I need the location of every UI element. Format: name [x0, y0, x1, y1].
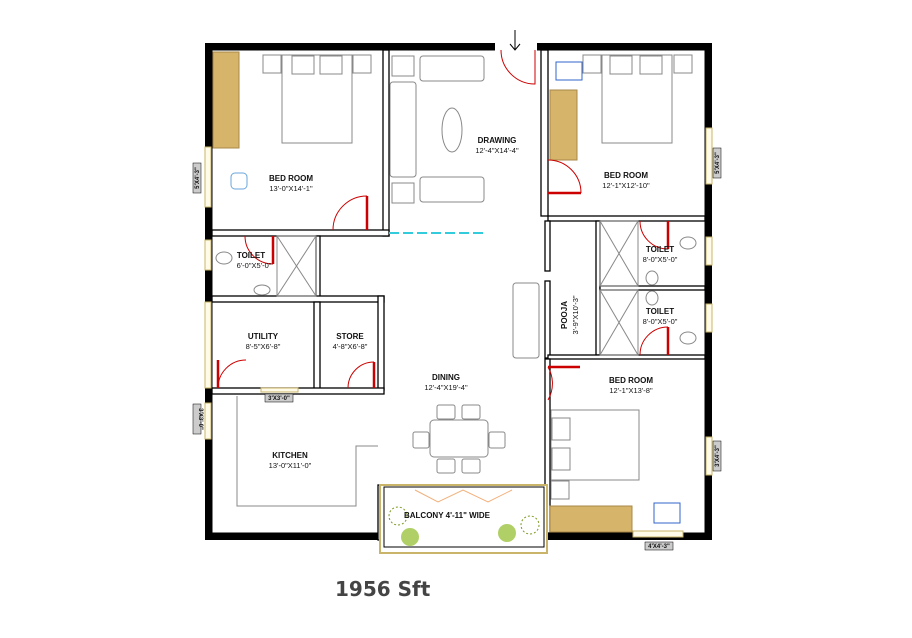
room-name-bedroom2: BED ROOM — [604, 171, 648, 180]
room-size-dining: 12'-4"X19'-4" — [424, 383, 468, 392]
room-size-store: 4'-8"X6'-8" — [333, 342, 368, 351]
window[interactable] — [705, 127, 713, 185]
room-size-toilet3: 8'-0"X5'-0" — [643, 317, 678, 326]
room-name-balcony: BALCONY 4'-11" WIDE — [404, 511, 491, 520]
total-area-label: 1956 Sft — [335, 577, 431, 601]
room-name-drawing: DRAWING — [478, 136, 517, 145]
room-size-toilet1: 6'-0"X5'-0" — [237, 261, 272, 270]
room-name-toilet2: TOILET — [646, 245, 674, 254]
room-name-store: STORE — [336, 332, 364, 341]
window[interactable] — [204, 146, 212, 208]
room-name-toilet3: TOILET — [646, 307, 674, 316]
window-label: 3'X3'-0" — [268, 396, 290, 402]
sofa — [512, 282, 540, 359]
window-label: 5'X4'-3" — [715, 152, 721, 174]
balcony-sliding-door[interactable] — [414, 489, 513, 503]
chair-icon — [230, 172, 248, 190]
bed — [550, 409, 640, 500]
window[interactable] — [204, 301, 212, 389]
bed — [582, 54, 693, 144]
wardrobe — [212, 51, 240, 149]
room-name-toilet1: TOILET — [237, 251, 265, 260]
room-size-utility: 8'-5"X6'-8" — [246, 342, 281, 351]
room-name-pooja: POOJA — [560, 301, 569, 329]
window[interactable] — [204, 239, 212, 271]
room-size-pooja: 3'-9"X10'-3" — [571, 295, 580, 334]
desk-icon — [653, 502, 681, 524]
room-size-kitchen: 13'-0"X11'-0" — [269, 461, 312, 470]
window-label: 3'X4'-3" — [715, 445, 721, 467]
window[interactable] — [260, 387, 299, 393]
main-entrance — [495, 42, 537, 51]
room-name-bedroom1: BED ROOM — [269, 174, 313, 183]
wardrobe — [549, 505, 633, 533]
sofa-set — [389, 55, 540, 359]
window-label: 5'X4'-3" — [195, 167, 201, 189]
window[interactable] — [705, 236, 713, 266]
doors[interactable] — [216, 159, 670, 401]
window[interactable] — [204, 402, 212, 440]
room-name-bedroom3: BED ROOM — [609, 376, 653, 385]
window-label: 3'X3'-0" — [197, 408, 203, 430]
room-size-drawing: 12'-4"X14'-4" — [475, 146, 519, 155]
window-label: 4'X4'-3" — [648, 544, 670, 550]
plant-icon — [388, 506, 540, 546]
bed — [262, 54, 372, 144]
desk-icon — [555, 61, 583, 81]
kitchen-counter — [236, 396, 378, 507]
room-name-kitchen: KITCHEN — [272, 451, 308, 460]
room-size-bedroom2: 12'-1"X12'-10" — [602, 181, 650, 190]
window-labels: 5'X4'-3" 5'X4'-3" 3'X3'-0" 3'X3'-0" 3'X4… — [192, 147, 722, 551]
wardrobe — [549, 89, 578, 161]
room-size-bedroom1: 13'-0"X14'-1" — [269, 184, 313, 193]
room-name-utility: UTILITY — [248, 332, 279, 341]
dining-table — [412, 404, 506, 474]
window[interactable] — [705, 303, 713, 333]
shower-area — [276, 220, 639, 356]
room-size-toilet2: 8'-0"X5'-0" — [643, 255, 678, 264]
room-name-dining: DINING — [432, 373, 460, 382]
main-door[interactable] — [500, 49, 536, 85]
room-size-bedroom3: 12'-1"X13'-8" — [609, 386, 653, 395]
toilet-fixture-icon — [215, 236, 697, 345]
window[interactable] — [632, 530, 684, 538]
window[interactable] — [705, 436, 713, 476]
